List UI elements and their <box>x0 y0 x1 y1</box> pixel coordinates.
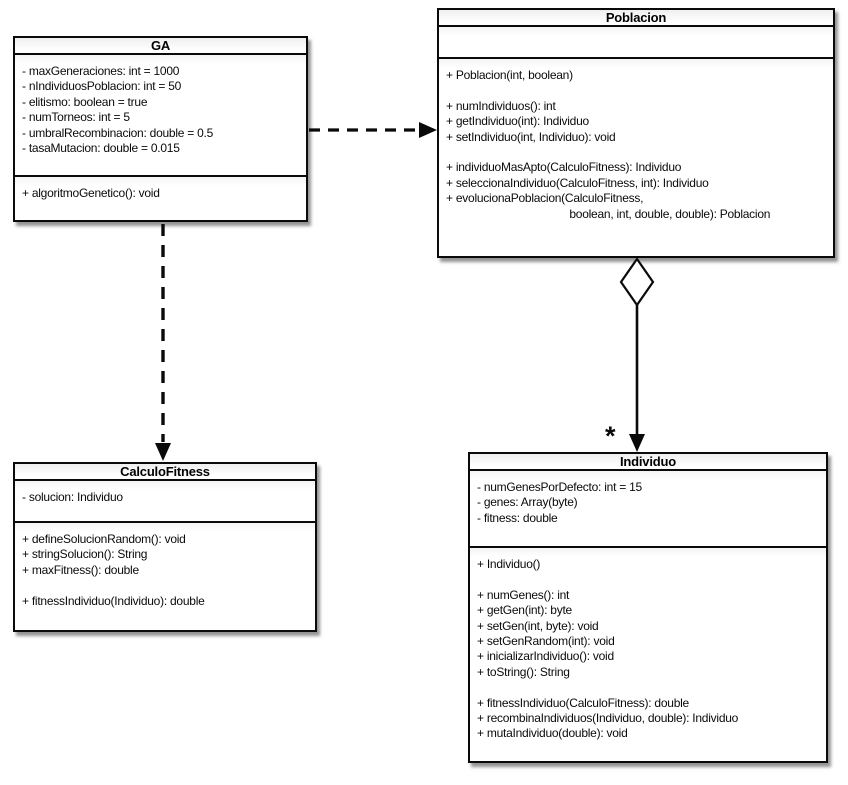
member-line: + numIndividuos(): int <box>446 98 556 113</box>
aggregation-link-poblacion-to-individuo[interactable] <box>619 257 655 452</box>
member-line: + evolucionaPoblacion(CalculoFitness, <box>446 191 644 206</box>
attributes-section-poblacion <box>439 27 833 59</box>
member-line: + fitnessIndividuo(CalculoFitness): doub… <box>477 695 689 710</box>
member-line: - genes: Array(byte) <box>477 495 578 510</box>
member-line: - elitismo: boolean = true <box>22 94 148 109</box>
class-box-individuo[interactable]: Individuo - numGenesPorDefecto: int = 15… <box>468 452 828 763</box>
dependency-arrow-ga-to-poblacion[interactable] <box>309 122 437 138</box>
member-line: + Individuo() <box>477 557 541 571</box>
member-line: - umbralRecombinacion: double = 0.5 <box>22 125 214 140</box>
member-line: - solucion: Individuo <box>22 490 123 504</box>
member-line: - numGenesPorDefecto: int = 15 <box>477 480 642 494</box>
class-title-poblacion: Poblacion <box>439 10 833 27</box>
member-line <box>446 145 826 160</box>
member-line <box>477 680 819 695</box>
member-line: - numTorneos: int = 5 <box>22 110 130 125</box>
member-line: + stringSolucion(): String <box>22 547 148 562</box>
methods-section-individuo: + Individuo() + numGenes(): int+ getGen(… <box>470 548 826 761</box>
member-line <box>22 578 308 593</box>
class-box-calculofitness[interactable]: CalculoFitness - solucion: Individuo + d… <box>13 462 317 632</box>
methods-section-poblacion: + Poblacion(int, boolean) + numIndividuo… <box>439 59 833 256</box>
member-line: boolean, int, double, double): Poblacion <box>446 206 771 221</box>
class-title-ga: GA <box>15 38 306 55</box>
class-title-individuo: Individuo <box>470 454 826 471</box>
member-line: + algoritmoGenetico(): void <box>22 186 160 200</box>
member-line: - fitness: double <box>477 510 558 525</box>
member-line: + getGen(int): byte <box>477 603 572 618</box>
methods-section-calculofitness: + defineSolucionRandom(): void+ stringSo… <box>15 523 315 630</box>
member-line: + getIndividuo(int): Individuo <box>446 114 589 129</box>
member-line: + toString(): String <box>477 664 570 679</box>
aggregation-diamond-icon <box>619 257 655 307</box>
member-line: + Poblacion(int, boolean) <box>446 68 573 82</box>
methods-section-ga: + algoritmoGenetico(): void <box>15 177 306 220</box>
member-line: + numGenes(): int <box>477 587 570 602</box>
attributes-section-calculofitness: - solucion: Individuo <box>15 481 315 523</box>
member-line: + mutaIndividuo(double): void <box>477 726 628 741</box>
member-line: + defineSolucionRandom(): void <box>22 532 186 546</box>
member-line: + setGenRandom(int): void <box>477 634 615 649</box>
class-box-poblacion[interactable]: Poblacion + Poblacion(int, boolean) + nu… <box>437 8 835 258</box>
attributes-section-ga: - maxGeneraciones: int = 1000- nIndividu… <box>15 55 306 177</box>
member-line: + individuoMasApto(CalculoFitness): Indi… <box>446 160 682 175</box>
dependency-arrow-ga-to-calculofitness[interactable] <box>155 224 171 461</box>
member-line: + inicializarIndividuo(): void <box>477 649 614 664</box>
member-line: + fitnessIndividuo(Individuo): double <box>22 593 205 608</box>
member-line <box>477 572 819 587</box>
member-line: + maxFitness(): double <box>22 562 139 577</box>
class-title-calculofitness: CalculoFitness <box>15 464 315 481</box>
arrowhead-icon <box>419 122 437 138</box>
member-line <box>446 83 826 98</box>
member-line: - nIndividuosPoblacion: int = 50 <box>22 79 182 94</box>
class-box-ga[interactable]: GA - maxGeneraciones: int = 1000- nIndiv… <box>13 36 308 222</box>
member-line: + setIndividuo(int, Individuo): void <box>446 129 616 144</box>
member-line: - tasaMutacion: double = 0.015 <box>22 141 180 156</box>
attributes-section-individuo: - numGenesPorDefecto: int = 15- genes: A… <box>470 471 826 548</box>
arrowhead-icon <box>629 434 645 452</box>
multiplicity-label: * <box>605 421 616 451</box>
member-line: + recombinaIndividuos(Individuo, double)… <box>477 711 739 726</box>
member-line: + seleccionaIndividuo(CalculoFitness, in… <box>446 175 709 190</box>
member-line: - maxGeneraciones: int = 1000 <box>22 64 180 78</box>
member-line: + setGen(int, byte): void <box>477 618 599 633</box>
arrowhead-icon <box>155 443 171 461</box>
